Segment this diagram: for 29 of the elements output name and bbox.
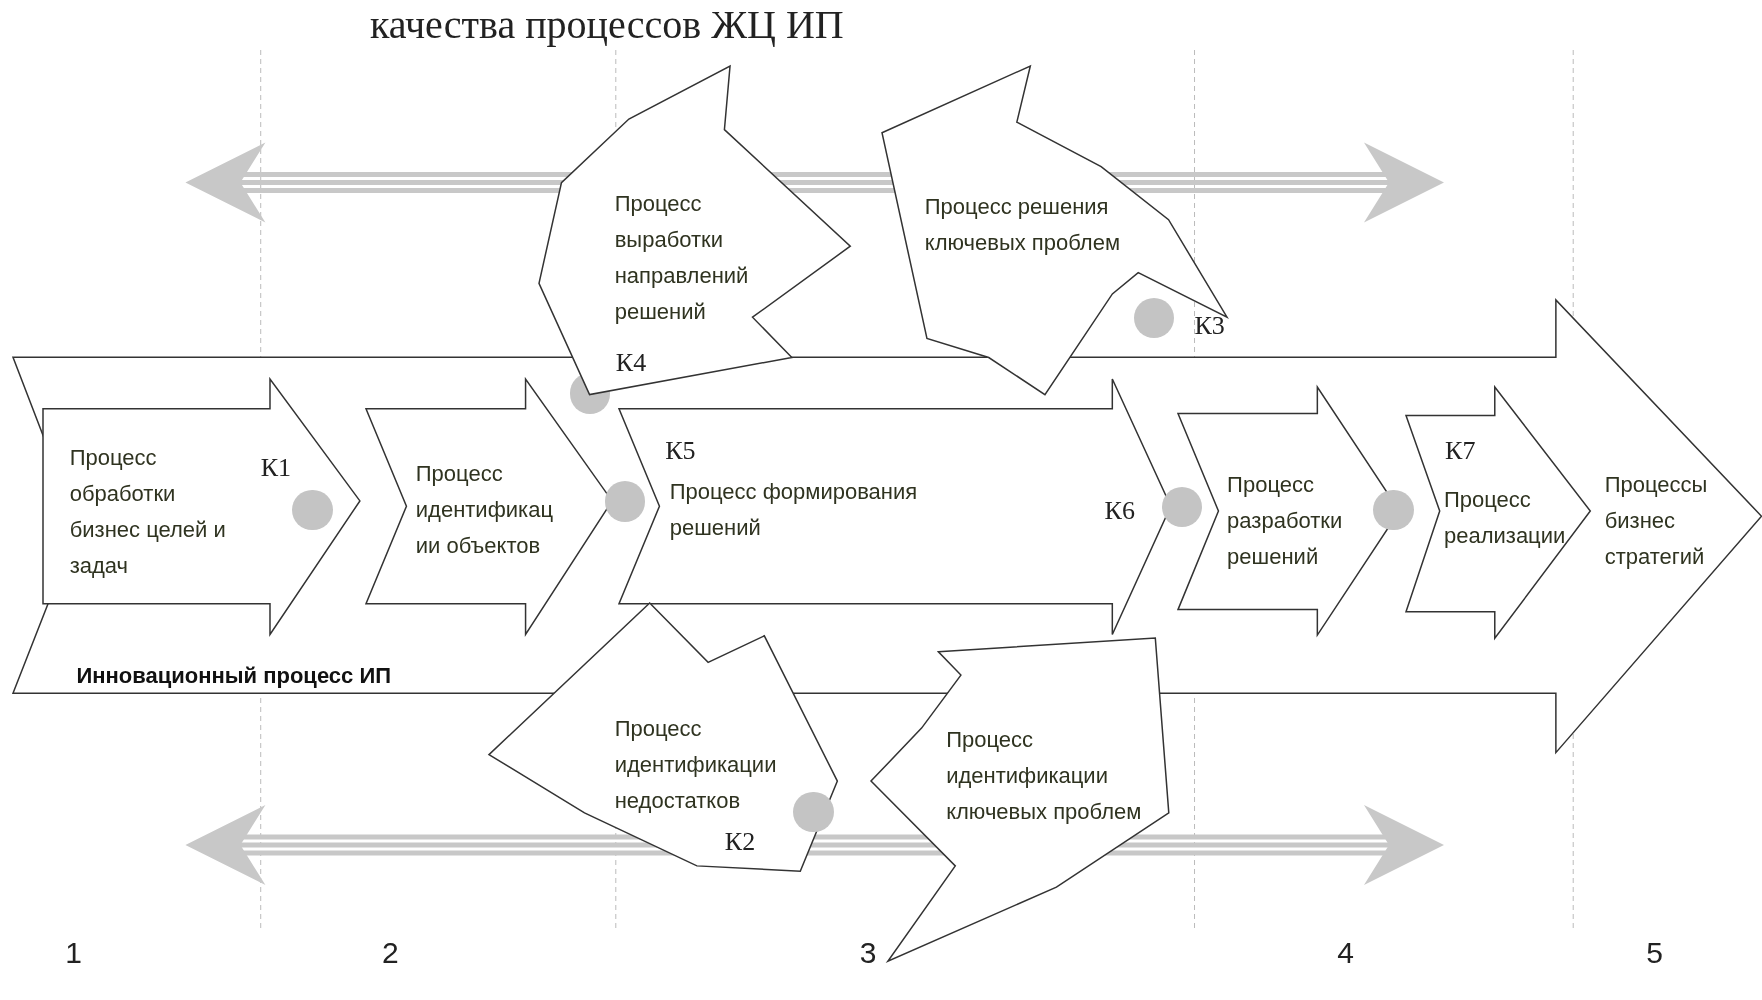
checkpoint-label: К6 bbox=[1104, 498, 1135, 525]
process-arrow bbox=[42, 378, 360, 635]
process-label: Процесс обработки бизнес целей и задач bbox=[69, 444, 227, 581]
process-label: Процесс идентификации недостатков bbox=[614, 715, 778, 816]
process-title: Инновационный процесс ИП bbox=[76, 662, 393, 691]
process-arrow bbox=[882, 65, 1228, 395]
process-label: Процесс решения ключевых проблем bbox=[924, 192, 1122, 257]
checkpoint-label: К1 bbox=[260, 454, 292, 481]
checkpoint-label: К7 bbox=[1445, 437, 1476, 464]
process-label: Процесс формирования решений bbox=[669, 478, 919, 542]
process-arrow bbox=[539, 65, 851, 395]
stage-number: 1 bbox=[65, 938, 82, 969]
process-arrow bbox=[488, 603, 838, 872]
stage-number: 5 bbox=[1646, 938, 1663, 969]
process-label: Процесс разработки решений bbox=[1227, 470, 1344, 571]
stage-number: 3 bbox=[859, 938, 877, 969]
checkpoint-label: К5 bbox=[665, 437, 696, 464]
process-label: Процесс идентификац ии объектов bbox=[415, 459, 554, 560]
stage-number: 4 bbox=[1337, 938, 1354, 969]
checkpoint-label: К2 bbox=[724, 829, 756, 856]
process-arrow bbox=[1405, 387, 1591, 639]
process-label: Процесс выработки направлений решений bbox=[614, 189, 750, 326]
checkpoint-label: К4 bbox=[615, 349, 647, 376]
process-label: Процесс идентификации ключевых проблем bbox=[946, 726, 1143, 827]
stage-number: 2 bbox=[382, 938, 399, 969]
process-label: Процессы бизнес стратегий bbox=[1604, 470, 1709, 571]
checkpoint-label: К3 bbox=[1194, 312, 1225, 339]
process-label: Процесс реализации bbox=[1443, 486, 1567, 551]
diagram-title: качества процессов ЖЦ ИП bbox=[370, 2, 844, 48]
